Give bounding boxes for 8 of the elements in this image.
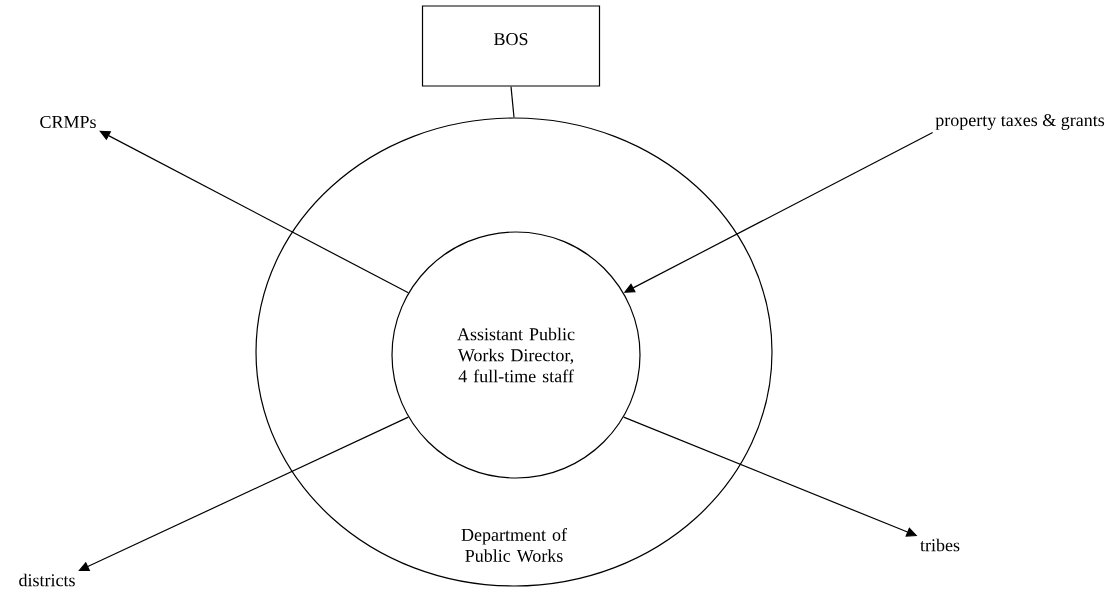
connector-line: [510, 86, 515, 118]
arrow: [99, 130, 409, 294]
label: CRMPs: [40, 115, 96, 129]
label: property taxes & grants: [935, 114, 1105, 130]
label: districts: [19, 573, 75, 587]
arrow: [78, 416, 409, 572]
label: tribes: [920, 538, 960, 552]
box: BOS: [421, 5, 601, 87]
